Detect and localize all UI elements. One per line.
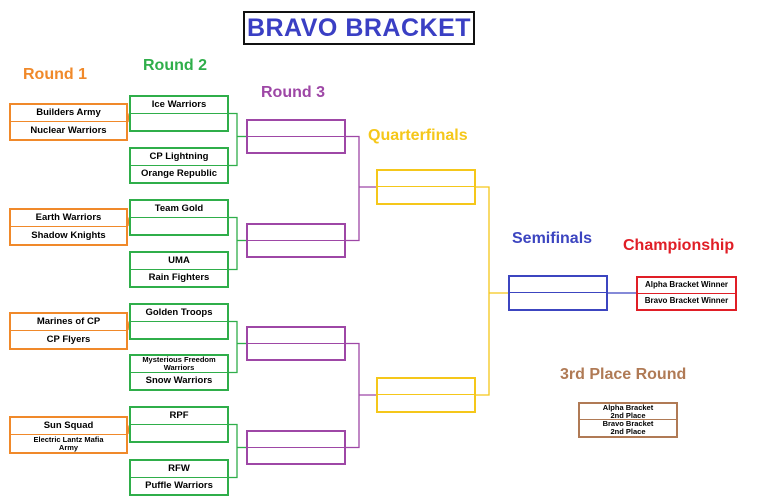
connector-line-round3 [346,135,360,242]
round2-match-1: Ice Warriors [129,95,229,132]
round2-match-8: RFW Puffle Warriors [129,459,229,496]
bracket-title: BRAVO BRACKET [246,13,472,42]
round1-match-3: Marines of CP CP Flyers [9,312,128,350]
team-slot: Team Gold [131,201,227,218]
team-slot: Shadow Knights [31,229,106,241]
team-slot: UMA [131,253,227,270]
round1-match-4: Sun Squad Electric Lantz Mafia Army [9,416,128,454]
round2-match-4: UMA Rain Fighters [129,251,229,288]
team-slot: Puffle Warriors [145,479,213,491]
team-slot: CP Lightning [131,149,227,166]
team-slot: Orange Republic [140,167,217,179]
team-slot [248,137,344,153]
team-slot [248,121,344,137]
team-slot [248,344,344,360]
team-slot: RFW [131,461,227,478]
team-slot: Nuclear Warriors [30,124,107,136]
team-slot: Marines of CP [11,314,126,331]
team-slot [248,241,344,257]
round3-match-3 [246,326,346,361]
team-slot [510,277,606,293]
connector-line-round2 [229,216,238,271]
connector-line-round2 [229,423,238,479]
round2-match-3: Team Gold [129,199,229,236]
connector-line-round1 [127,321,130,331]
third-place-match: Alpha Bracket 2nd Place Bravo Bracket 2n… [578,402,678,438]
round3-match-2 [246,223,346,258]
round1-match-2: Earth Warriors Shadow Knights [9,208,128,246]
team-slot [378,395,474,411]
team-slot: RPF [131,408,227,425]
quarterfinals-label: Quarterfinals [368,127,468,144]
round2-match-6: Mysterious Freedom Warriors Snow Warrior… [129,354,229,391]
team-slot: Golden Troops [131,305,227,322]
team-slot [248,448,344,464]
team-slot: Ice Warriors [131,97,227,114]
connector-line-round1 [127,113,130,123]
team-slot [248,328,344,344]
semifinal-match [508,275,608,311]
team-slot [248,225,344,241]
round2-match-2: CP Lightning Orange Republic [129,147,229,184]
team-slot: Alpha Bracket Winner [638,278,735,294]
team-slot [131,425,227,442]
team-slot: Sun Squad [11,418,126,435]
connector-line-round1 [127,425,130,435]
round2-match-5: Golden Troops [129,303,229,340]
round1-label: Round 1 [23,66,87,83]
team-slot [248,432,344,448]
team-slot [378,171,474,187]
quarterfinal-match-2 [376,377,476,413]
team-slot: Bravo Bracket Winner [644,296,729,306]
team-slot: Mysterious Freedom Warriors [131,356,227,373]
connector-line-round2 [229,112,238,167]
team-slot [131,114,227,131]
bracket-title-box: BRAVO BRACKET [243,11,475,45]
round3-match-4 [246,430,346,465]
semifinals-label: Semifinals [512,230,593,247]
connector-line-round3 [346,342,360,449]
third-place-label: 3rd Place Round [560,366,687,383]
team-slot: Builders Army [11,105,126,122]
round3-label: Round 3 [261,84,325,101]
team-slot [378,187,474,203]
round3-match-1 [246,119,346,154]
round2-label: Round 2 [143,57,207,74]
championship-match: Alpha Bracket Winner Bravo Bracket Winne… [636,276,737,311]
team-slot [131,218,227,235]
connector-line-round1 [127,217,130,227]
team-slot: Bravo Bracket 2nd Place [602,419,654,436]
team-slot: Earth Warriors [11,210,126,227]
team-slot: Rain Fighters [148,271,210,283]
team-slot: Electric Lantz Mafia Army [33,434,104,452]
team-slot [131,322,227,339]
round1-match-1: Builders Army Nuclear Warriors [9,103,128,141]
championship-label: Championship [623,237,735,254]
round2-match-7: RPF [129,406,229,443]
quarterfinal-match-1 [376,169,476,205]
team-slot [510,293,606,309]
connector-line-round2 [229,320,238,374]
team-slot: CP Flyers [46,333,91,345]
team-slot: Alpha Bracket 2nd Place [580,403,676,420]
team-slot: Snow Warriors [145,374,213,386]
connector-line-quarterfinals [476,186,490,396]
team-slot [378,379,474,395]
